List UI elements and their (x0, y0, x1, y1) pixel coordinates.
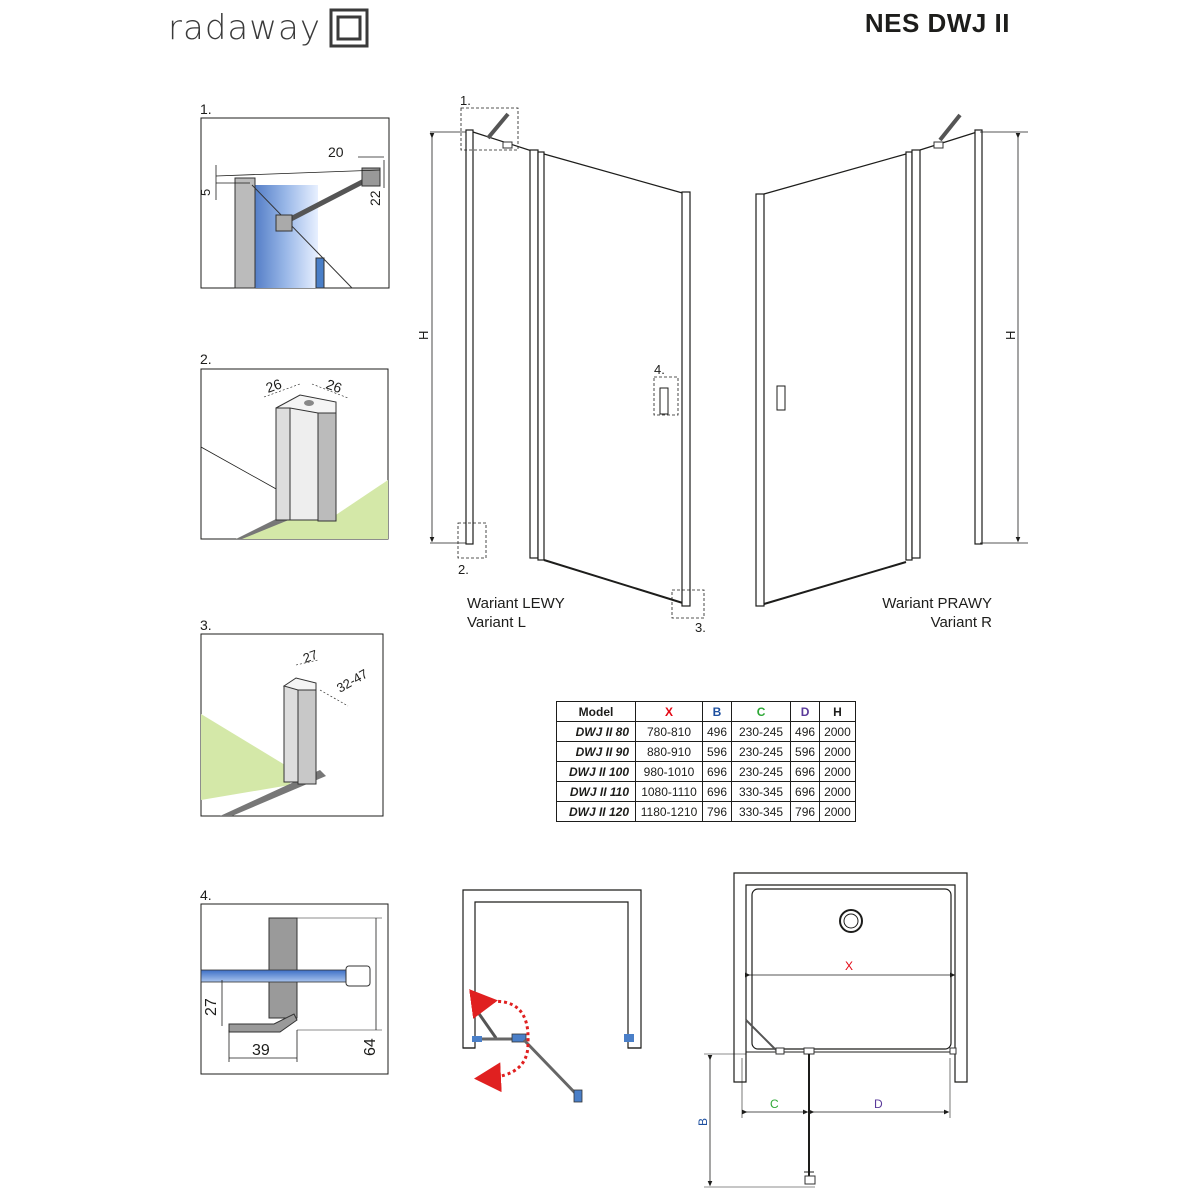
detail-1: 1. 5 20 22 (198, 101, 390, 289)
table-cell: DWJ II 120 (556, 801, 636, 822)
left-callout-3: 3. (695, 620, 706, 635)
variant-right-line1: Wariant PRAWY (882, 595, 992, 612)
detail-4-glass (200, 969, 352, 983)
col-b: B (701, 701, 733, 722)
variant-right-line2: Variant R (930, 614, 992, 631)
right-variant-door: H (755, 113, 1028, 607)
detail-4-dim-27: 27 (203, 998, 220, 1016)
detail-1-dim-5: 5 (198, 189, 213, 196)
table-cell: 230-245 (731, 761, 792, 782)
detail-3-dim-a: 27 (301, 647, 320, 666)
detail-2-dim-a: 26 (264, 375, 284, 395)
table-cell: 2000 (819, 741, 856, 762)
table-cell: 796 (790, 801, 821, 822)
variant-left-line2: Variant L (467, 614, 526, 631)
left-callout-4: 4. (654, 362, 665, 377)
detail-4-handle (268, 917, 298, 1019)
table-cell: 496 (790, 721, 821, 742)
callout-2-label: 2. (200, 351, 212, 367)
table-cell: 330-345 (731, 781, 792, 802)
table-cell: 696 (701, 781, 733, 802)
col-model: Model (556, 701, 636, 722)
detail-4-dim-64: 64 (362, 1038, 379, 1056)
detail-1-dim-22: 22 (367, 190, 383, 206)
table-header-row: Model X B C D H (556, 701, 856, 722)
table-cell: 230-245 (731, 741, 792, 762)
table-cell: 980-1010 (635, 761, 703, 782)
plan-c-label: C (770, 1097, 779, 1111)
callout-3-label: 3. (200, 617, 212, 633)
table-cell: 2000 (819, 801, 856, 822)
right-height-label: H (1003, 331, 1018, 340)
detail-4-dim-39: 39 (252, 1042, 270, 1059)
table-cell: DWJ II 110 (556, 781, 636, 802)
table-cell: DWJ II 100 (556, 761, 636, 782)
table-cell: 230-245 (731, 721, 792, 742)
plan-d-label: D (874, 1097, 883, 1111)
table-cell: 696 (790, 781, 821, 802)
table-cell: 780-810 (635, 721, 703, 742)
detail-1-dim-20: 20 (328, 144, 344, 160)
detail-3: 3. 27 32-47 (200, 617, 384, 817)
variant-left-label: Wariant LEWY Variant L (467, 594, 565, 632)
brand-square-icon (329, 8, 369, 48)
swing-plan (462, 889, 642, 1103)
table-cell: 2000 (819, 721, 856, 742)
col-x: X (635, 701, 703, 722)
shower-tray (751, 888, 952, 1050)
plan-b-label: B (696, 1118, 710, 1126)
detail-2: 2. 26 26 (200, 351, 389, 540)
callout-1-label: 1. (200, 101, 212, 117)
brand-logo-group: radaway (168, 8, 369, 48)
table-cell: 696 (790, 761, 821, 782)
table-cell: 796 (701, 801, 733, 822)
table-cell: 330-345 (731, 801, 792, 822)
table-cell: 1080-1110 (635, 781, 703, 802)
table-cell: 596 (701, 741, 733, 762)
table-cell: DWJ II 90 (556, 741, 636, 762)
table-cell: 2000 (819, 781, 856, 802)
model-title: NES DWJ II (864, 8, 1010, 38)
detail-3-floor (201, 714, 290, 800)
left-callout-1: 1. (460, 93, 471, 108)
table-cell: DWJ II 80 (556, 721, 636, 742)
col-d: D (790, 701, 821, 722)
plan-x-label: X (845, 959, 853, 973)
left-variant-door: H 1. 2. 4. 3. (416, 93, 706, 635)
brand-name: radaway (168, 8, 321, 48)
detail-2-dim-b: 26 (324, 376, 344, 396)
installation-plan: X B C D (696, 872, 968, 1188)
table-cell: 696 (701, 761, 733, 782)
table-cell: 880-910 (635, 741, 703, 762)
variant-right-label: Wariant PRAWY Variant R (860, 594, 992, 632)
col-c: C (731, 701, 792, 722)
variant-left-line1: Wariant LEWY (467, 595, 565, 612)
callout-4-label: 4. (200, 887, 212, 903)
left-height-label: H (416, 331, 431, 340)
table-cell: 596 (790, 741, 821, 762)
detail-4: 4. 27 39 64 (200, 887, 389, 1075)
left-callout-2: 2. (458, 562, 469, 577)
table-cell: 1180-1210 (635, 801, 703, 822)
table-cell: 496 (701, 721, 733, 742)
table-cell: 2000 (819, 761, 856, 782)
col-h: H (819, 701, 856, 722)
